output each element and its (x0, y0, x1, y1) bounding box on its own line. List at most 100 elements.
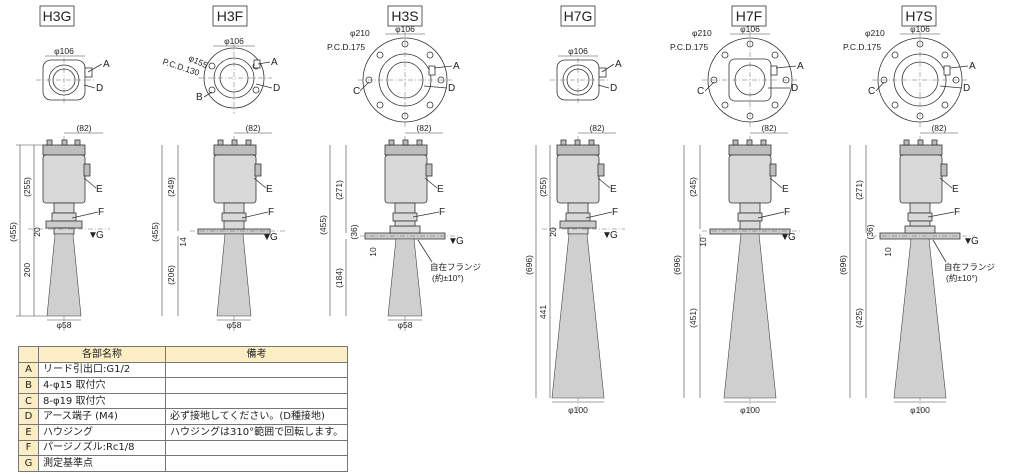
row-note: 必ず接地してください。(D種接地) (164, 408, 349, 425)
top-view-h7s: φ106 φ210 P.C.D.175 A D C (843, 24, 976, 128)
svg-text:(255): (255) (538, 177, 548, 197)
svg-text:自在フランジ: 自在フランジ (944, 262, 995, 272)
svg-text:(184): (184) (334, 268, 344, 288)
svg-text:(696): (696) (838, 255, 848, 275)
svg-text:C: C (697, 86, 704, 97)
svg-text:(82): (82) (245, 123, 260, 133)
svg-text:φ106: φ106 (224, 36, 244, 46)
header-key (18, 346, 39, 363)
row-note (164, 439, 349, 457)
svg-text:E: E (952, 184, 959, 195)
svg-text:C: C (868, 86, 875, 97)
svg-text:A: A (969, 61, 976, 72)
svg-text:(約±10°): (約±10°) (432, 273, 464, 283)
row-key: D (18, 408, 39, 425)
svg-text:▼: ▼ (780, 232, 790, 243)
svg-text:F: F (954, 207, 960, 218)
svg-text:F: F (612, 207, 618, 218)
svg-text:F: F (784, 207, 790, 218)
row-key: G (18, 455, 39, 472)
side-view-h7g: (82) (696) (255) 20 441 E F ▼G φ100 (524, 123, 625, 415)
svg-text:G: G (610, 230, 618, 241)
title-h3s: H3S (391, 8, 418, 24)
svg-text:G: G (96, 230, 104, 241)
svg-text:(約±10°): (約±10°) (946, 273, 978, 283)
svg-text:(696): (696) (524, 255, 534, 275)
row-note (164, 377, 349, 394)
row-name: リード引出口:G1/2 (38, 361, 166, 379)
svg-text:(82): (82) (931, 123, 946, 133)
side-view-h3s: (82) (455) (271) (36) 10 (184) E F ▼G 自在… (318, 123, 481, 332)
header-note: 備考 (164, 346, 349, 363)
svg-text:φ58: φ58 (398, 320, 413, 330)
svg-text:(249): (249) (166, 177, 176, 197)
svg-text:φ106: φ106 (568, 46, 588, 56)
title-h7s: H7S (905, 8, 932, 24)
svg-text:φ100: φ100 (910, 405, 930, 415)
side-view-h3f: (82) (455) (249) 14 (206) E F ▼G φ58 (150, 123, 285, 332)
svg-text:D: D (610, 83, 617, 94)
row-key: E (18, 423, 39, 441)
top-view-h3f: φ106 φ155 P.C.D.130 A D B (161, 36, 280, 114)
title-h7g: H7G (564, 8, 593, 24)
svg-text:A: A (453, 61, 460, 72)
row-name: アース端子 (M4) (38, 408, 166, 425)
svg-text:20: 20 (548, 227, 558, 237)
row-key: A (18, 361, 39, 379)
top-view-h3s: φ106 φ210 P.C.D.175 A D C (327, 24, 460, 128)
svg-text:D: D (96, 83, 103, 94)
title-h3f: H3F (217, 8, 243, 24)
svg-text:E: E (437, 184, 444, 195)
title-h7f: H7F (736, 8, 762, 24)
svg-text:(455): (455) (318, 215, 328, 235)
svg-text:E: E (782, 184, 789, 195)
svg-text:(425): (425) (854, 308, 864, 328)
svg-text:D: D (273, 83, 280, 94)
svg-text:D: D (963, 83, 970, 94)
row-note (164, 392, 349, 410)
svg-text:(455): (455) (150, 222, 160, 242)
svg-text:▼: ▼ (963, 236, 973, 247)
svg-text:F: F (98, 207, 104, 218)
svg-text:(82): (82) (416, 123, 431, 133)
svg-text:▼: ▼ (262, 232, 272, 243)
svg-text:(36): (36) (349, 224, 359, 239)
svg-text:E: E (96, 184, 103, 195)
svg-text:441: 441 (538, 305, 548, 319)
row-name: 測定基準点 (38, 455, 166, 472)
svg-text:▼: ▼ (88, 230, 98, 241)
svg-text:P.C.D.175: P.C.D.175 (843, 42, 881, 52)
svg-text:B: B (196, 92, 203, 103)
svg-text:φ58: φ58 (57, 320, 72, 330)
svg-text:▼: ▼ (448, 236, 458, 247)
row-note (164, 455, 349, 472)
svg-text:E: E (266, 184, 273, 195)
svg-text:(206): (206) (166, 265, 176, 285)
svg-text:C: C (353, 86, 360, 97)
row-name: 8-φ19 取付穴 (38, 392, 166, 410)
svg-text:φ100: φ100 (568, 405, 588, 415)
svg-text:φ106: φ106 (740, 24, 760, 34)
svg-text:(271): (271) (854, 180, 864, 200)
svg-text:G: G (456, 236, 464, 247)
row-name: ハウジング (38, 423, 166, 441)
side-view-h3g: (82) (455) (255) 20 200 E F ▼G φ58 (8, 123, 110, 332)
svg-text:E: E (610, 184, 617, 195)
svg-text:φ58: φ58 (227, 320, 242, 330)
svg-text:P.C.D.175: P.C.D.175 (327, 42, 365, 52)
svg-text:φ106: φ106 (910, 24, 930, 34)
svg-text:20: 20 (32, 227, 42, 237)
svg-text:φ210: φ210 (350, 28, 370, 38)
title-h3g: H3G (43, 8, 72, 24)
side-view-h7s: (82) (696) (271) (36) 10 (425) E F ▼G 自在… (838, 123, 995, 415)
svg-text:10: 10 (698, 237, 708, 247)
svg-text:G: G (270, 232, 278, 243)
svg-text:φ210: φ210 (692, 28, 712, 38)
row-name: パージノズル:Rc1/8 (38, 439, 166, 457)
svg-text:φ106: φ106 (54, 46, 74, 56)
